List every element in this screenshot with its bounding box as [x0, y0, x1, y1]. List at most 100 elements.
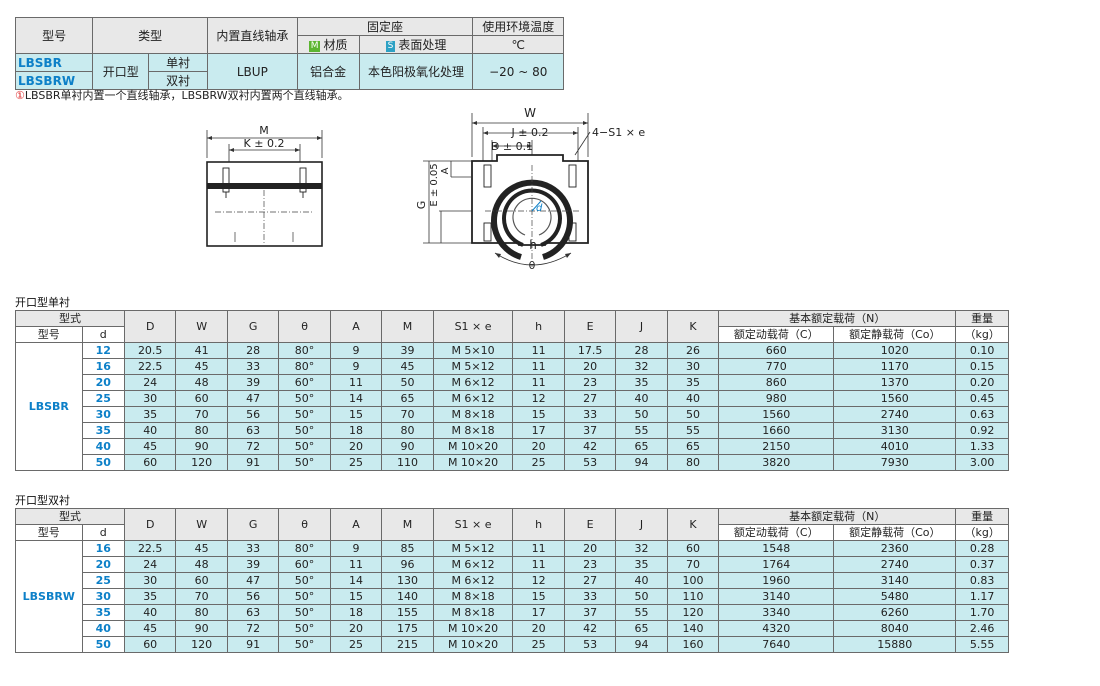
table-cell: 60: [123, 636, 177, 653]
table-cell: 0.10: [955, 342, 1009, 359]
header-dyn: 额定动载荷（C）: [718, 524, 835, 541]
header-form: 型式: [15, 310, 125, 327]
header-col-k: K: [666, 508, 720, 541]
table-cell: M 6×12: [432, 374, 514, 391]
table-cell: 1560: [718, 406, 835, 423]
spec-type-value: 开口型: [92, 53, 150, 90]
table-cell: 0.20: [955, 374, 1009, 391]
header-col-s: S1 × e: [432, 310, 514, 343]
table-cell: 15: [329, 406, 383, 423]
table-cell: 96: [381, 556, 434, 573]
table-cell: 41: [175, 342, 228, 359]
table-cell: 47: [226, 572, 280, 589]
table-cell: M 6×12: [432, 556, 514, 573]
header-col-d-upper: D: [123, 508, 177, 541]
table-cell: 12: [512, 390, 565, 407]
model-cell: LBSBRW: [15, 540, 83, 653]
table-cell: 1764: [718, 556, 835, 573]
dim-phi-d-label: d: [536, 203, 543, 214]
table-cell: 20: [563, 540, 617, 557]
table-cell: 0.83: [955, 572, 1009, 589]
dim-s-label: 4−S1 × e: [592, 126, 645, 139]
table-cell: 1960: [718, 572, 835, 589]
bore-d-cell: 20: [81, 556, 125, 573]
table-cell: 50: [381, 374, 434, 391]
table-cell: 15880: [833, 636, 957, 653]
table-cell: 120: [175, 636, 228, 653]
table-cell: 7640: [718, 636, 835, 653]
table-cell: 53: [563, 636, 617, 653]
table-cell: M 5×10: [432, 342, 514, 359]
table-cell: M 6×12: [432, 572, 514, 589]
bore-d-cell: 25: [81, 390, 125, 407]
table-cell: 20: [512, 438, 565, 455]
table-cell: 25: [329, 636, 383, 653]
table-cell: M 10×20: [432, 620, 514, 637]
table-cell: 1.70: [955, 604, 1009, 621]
spec-header-type: 类型: [92, 17, 209, 54]
table-cell: 94: [615, 454, 668, 471]
header-load: 基本额定载荷（N）: [718, 508, 957, 525]
table-cell: 120: [175, 454, 228, 471]
header-d: d: [81, 326, 125, 343]
table-cell: 48: [175, 556, 228, 573]
bore-d-cell: 16: [81, 358, 125, 375]
dim-a-label: A: [440, 167, 451, 174]
table-cell: 0.37: [955, 556, 1009, 573]
table-cell: 60°: [278, 556, 331, 573]
spec-header-bearing: 内置直线轴承: [207, 17, 298, 54]
table-cell: 2740: [833, 556, 957, 573]
spec-model-lbsbr: LBSBR: [14, 53, 94, 72]
table-cell: 50°: [278, 572, 331, 589]
header-weight-unit: （kg）: [955, 326, 1009, 343]
table-cell: M 8×18: [432, 588, 514, 605]
table-cell: 80: [175, 604, 228, 621]
table-cell: 32: [615, 540, 668, 557]
table-cell: 40: [123, 422, 177, 439]
table-cell: 50°: [278, 406, 331, 423]
table-cell: 40: [666, 390, 720, 407]
table-cell: 20: [512, 620, 565, 637]
table-cell: 40: [615, 572, 668, 589]
table-cell: 11: [512, 540, 565, 557]
table-cell: 45: [123, 438, 177, 455]
table-cell: 9: [329, 342, 383, 359]
note-line: ①LBSBR单衬内置一个直线轴承，LBSBRW双衬内置两个直线轴承。: [15, 87, 349, 103]
bore-d-cell: 40: [81, 620, 125, 637]
table-cell: 28: [615, 342, 668, 359]
table-cell: 14: [329, 390, 383, 407]
table-cell: 56: [226, 588, 280, 605]
spec-bearing-value: LBUP: [207, 53, 298, 90]
dim-j-label: J ± 0.2: [511, 126, 549, 139]
header-col-theta: θ: [278, 310, 331, 343]
spec-temp-value: −20 ~ 80: [472, 53, 564, 90]
table-cell: 0.92: [955, 422, 1009, 439]
table-cell: 11: [512, 342, 565, 359]
table-cell: 140: [381, 588, 434, 605]
table-cell: 15: [512, 406, 565, 423]
table-cell: 60: [666, 540, 720, 557]
table-cell: 90: [175, 620, 228, 637]
single-spec-table: 型式 D W G θ A M S1 × e h E J K 基本额定载荷（N） …: [15, 310, 1009, 471]
table-cell: 24: [123, 556, 177, 573]
single-section-title: 开口型单衬: [15, 296, 70, 309]
table-cell: 17: [512, 422, 565, 439]
dim-g-label: G: [415, 201, 428, 210]
table-cell: 23: [563, 556, 617, 573]
table-cell: 40: [615, 390, 668, 407]
double-spec-table: 型式 D W G θ A M S1 × e h E J K 基本额定载荷（N） …: [15, 508, 1009, 653]
table-cell: 660: [718, 342, 835, 359]
table-cell: 100: [666, 572, 720, 589]
table-cell: 32: [615, 358, 668, 375]
table-cell: 1.33: [955, 438, 1009, 455]
table-cell: 4010: [833, 438, 957, 455]
table-cell: 45: [381, 358, 434, 375]
table-cell: 155: [381, 604, 434, 621]
